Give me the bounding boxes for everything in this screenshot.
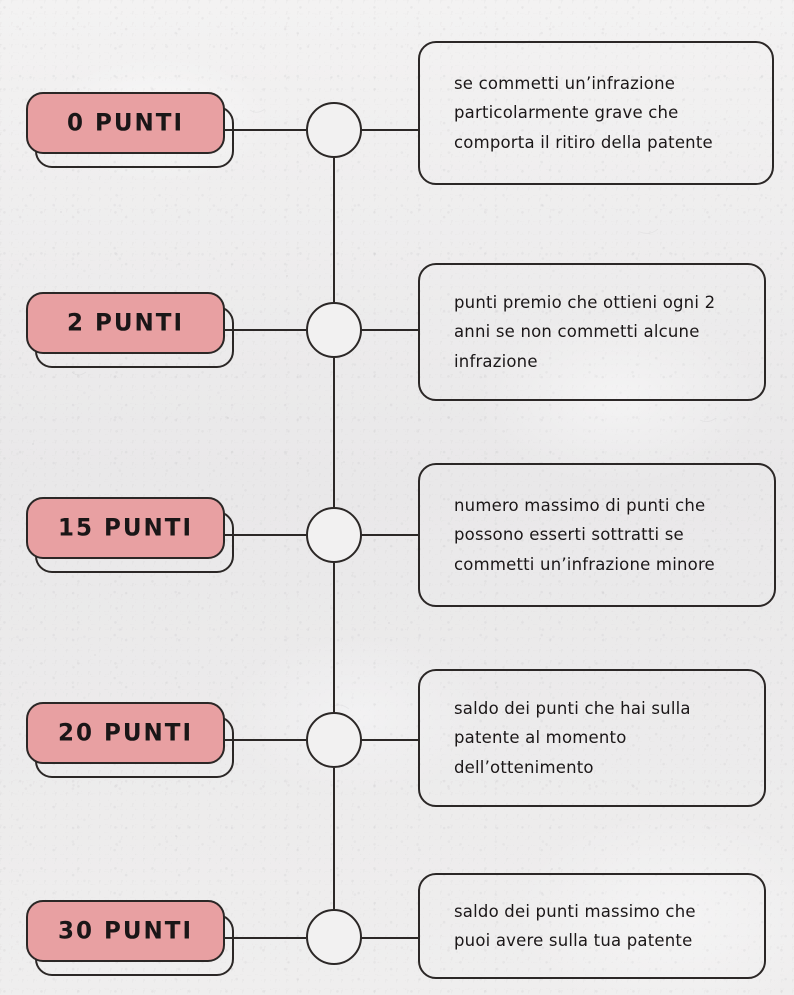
connector-line-vertical-2-3 — [333, 358, 336, 507]
connector-line-badge-to-node-1 — [224, 129, 306, 132]
node-circle-4 — [306, 712, 362, 768]
points-badge[interactable]: 0 PUNTI — [26, 92, 225, 154]
description-text: numero massimo di punti che possono esse… — [454, 495, 715, 574]
points-badge[interactable]: 20 PUNTI — [26, 702, 225, 764]
connector-line-vertical-3-4 — [333, 563, 336, 712]
node-circle-2 — [306, 302, 362, 358]
node-circle-1 — [306, 102, 362, 158]
points-badge[interactable]: 15 PUNTI — [26, 497, 225, 559]
connector-line-vertical-4-5 — [333, 768, 336, 909]
connector-line-node-to-card-4 — [361, 739, 419, 742]
description-text: punti premio che ottieni ogni 2 anni se … — [454, 292, 716, 371]
connector-line-badge-to-node-3 — [224, 534, 306, 537]
connector-line-badge-to-node-4 — [224, 739, 306, 742]
connector-line-node-to-card-5 — [361, 937, 419, 940]
description-text: saldo dei punti massimo che puoi avere s… — [454, 901, 696, 950]
node-circle-5 — [306, 909, 362, 965]
connector-line-badge-to-node-2 — [224, 329, 306, 332]
points-badge-label: 20 PUNTI — [57, 719, 194, 747]
description-card-3: numero massimo di punti che possono esse… — [418, 463, 776, 607]
connector-line-node-to-card-2 — [361, 329, 419, 332]
points-badge[interactable]: 2 PUNTI — [26, 292, 225, 354]
description-text: se commetti un’infrazione particolarment… — [454, 73, 713, 152]
connector-line-badge-to-node-5 — [224, 937, 306, 940]
points-badge-label: 2 PUNTI — [66, 309, 185, 337]
description-text: saldo dei punti che hai sulla patente al… — [454, 698, 691, 777]
connector-line-vertical-1-2 — [333, 158, 336, 302]
node-circle-3 — [306, 507, 362, 563]
points-badge-label: 0 PUNTI — [66, 109, 185, 137]
description-card-1: se commetti un’infrazione particolarment… — [418, 41, 774, 185]
description-card-4: saldo dei punti che hai sulla patente al… — [418, 669, 766, 807]
description-card-5: saldo dei punti massimo che puoi avere s… — [418, 873, 766, 979]
description-card-2: punti premio che ottieni ogni 2 anni se … — [418, 263, 766, 401]
points-badge-label: 30 PUNTI — [57, 917, 194, 945]
points-badge-label: 15 PUNTI — [57, 514, 194, 542]
connector-line-node-to-card-1 — [361, 129, 419, 132]
points-badge[interactable]: 30 PUNTI — [26, 900, 225, 962]
connector-line-node-to-card-3 — [361, 534, 419, 537]
